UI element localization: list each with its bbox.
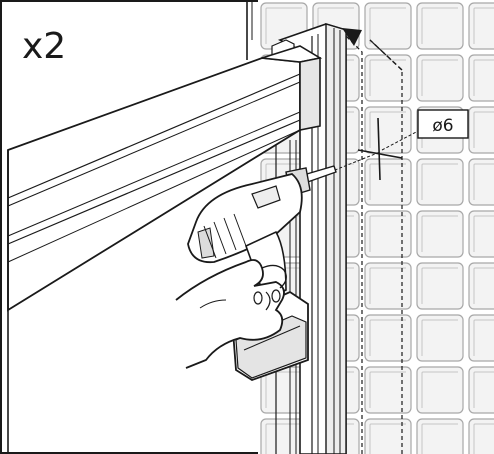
direction-arrow-icon	[342, 28, 403, 454]
drill-size-label-box: ø6	[417, 109, 469, 139]
crosshair-mark-icon	[357, 117, 421, 181]
hand-icon	[175, 259, 287, 369]
drill-axis-line	[329, 151, 381, 173]
drill-size-label: ø6	[432, 116, 453, 136]
quantity-label: x2	[22, 26, 66, 67]
